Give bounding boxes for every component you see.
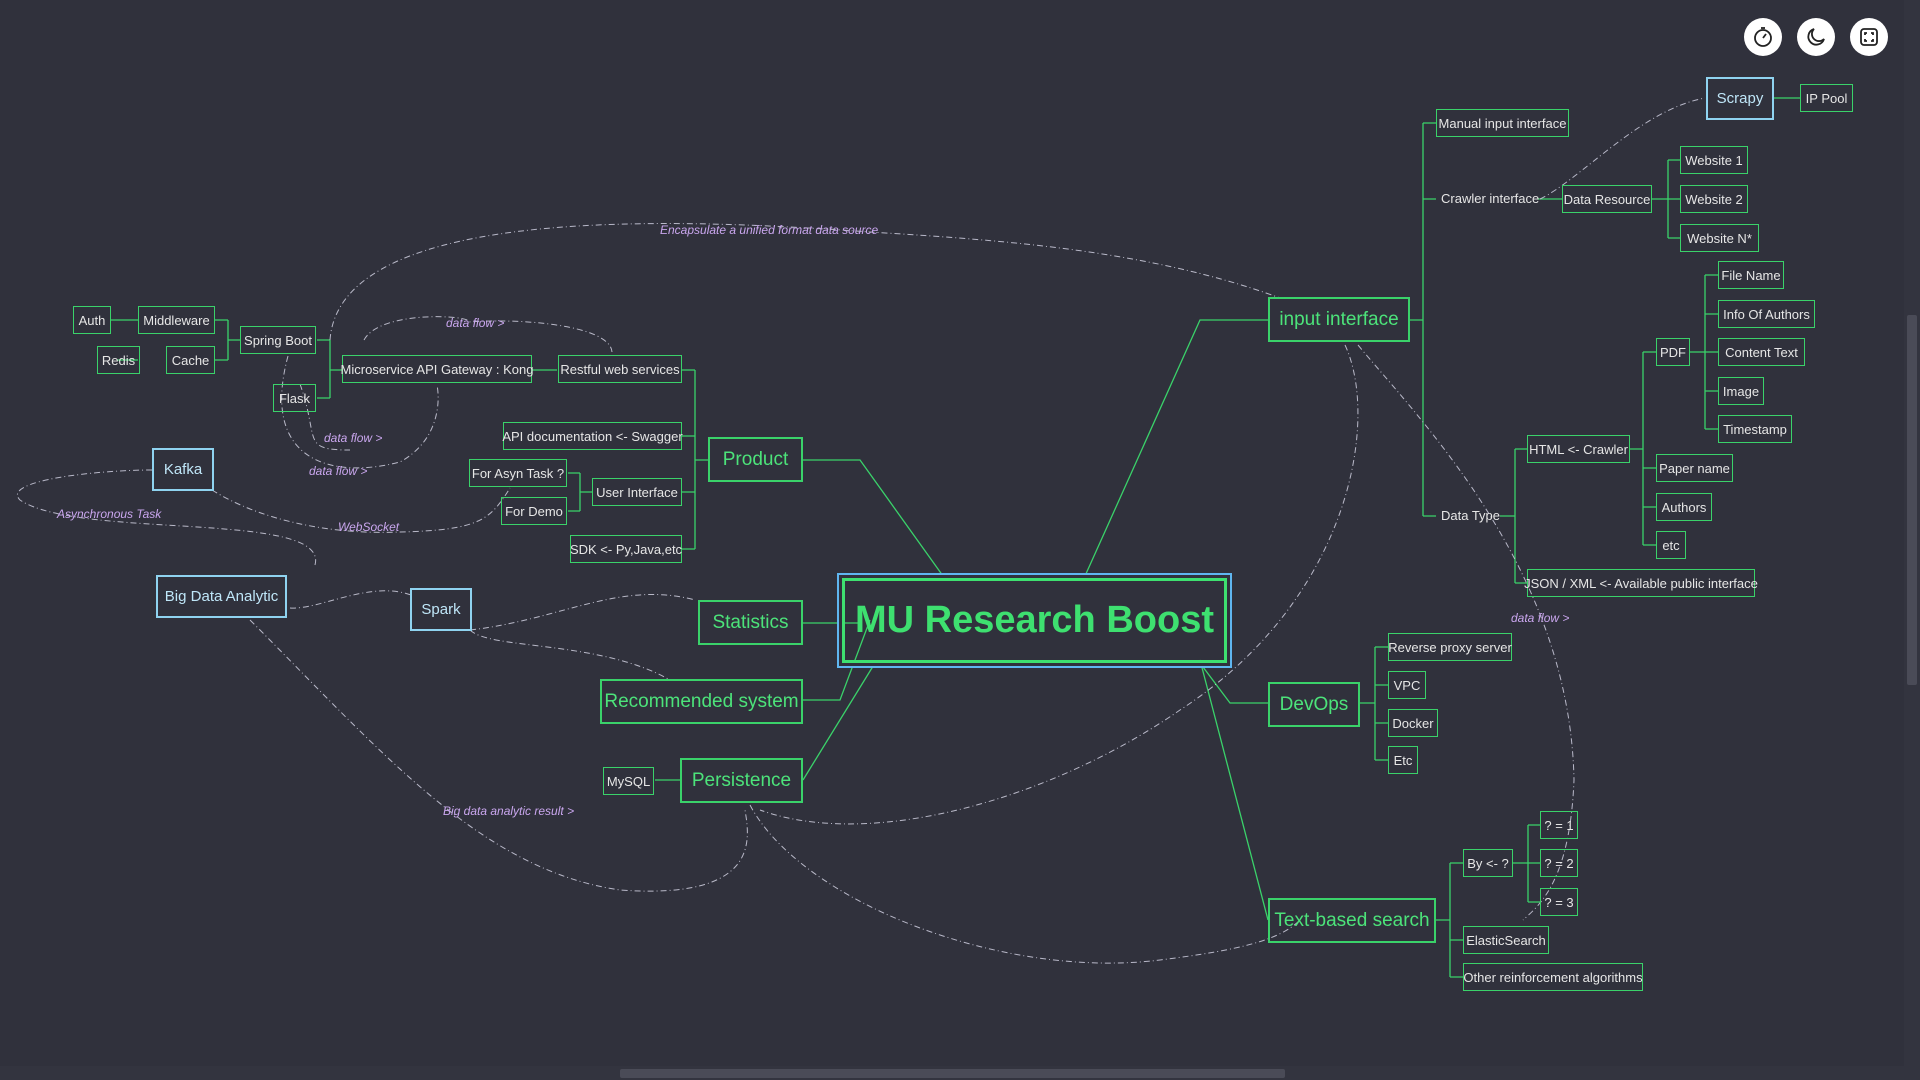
node-other-algorithms[interactable]: Other reinforcement algorithms [1463, 963, 1643, 991]
node-devops-etc[interactable]: Etc [1388, 746, 1418, 774]
node-reverse-proxy[interactable]: Reverse proxy server [1388, 633, 1512, 661]
relation-label-async-task: Asynchronous Task [57, 507, 162, 521]
node-scrapy[interactable]: Scrapy [1706, 77, 1774, 120]
relation-label-data-flow-lower: data flow > [309, 464, 368, 478]
relation-label-data-flow-top: data flow > [446, 316, 505, 330]
timer-button[interactable] [1744, 18, 1782, 56]
node-json-xml[interactable]: JSON / XML <- Available public interface [1524, 569, 1758, 597]
relation-label-unified: Encapsulate a unified format data source [660, 223, 879, 237]
vertical-scroll-thumb[interactable] [1907, 315, 1917, 685]
node-asyn-task[interactable]: For Asyn Task ? [469, 459, 567, 487]
fullscreen-icon [1860, 28, 1878, 46]
stopwatch-icon [1754, 27, 1772, 47]
node-ip-pool[interactable]: IP Pool [1800, 84, 1853, 112]
node-spark[interactable]: Spark [410, 588, 472, 631]
node-spring-boot[interactable]: Spring Boot [240, 326, 316, 354]
relation-label-data-flow-flask: data flow > [324, 431, 383, 445]
branch-statistics[interactable]: Statistics [698, 600, 803, 645]
node-website-n[interactable]: Website N* [1680, 224, 1759, 252]
node-website-2[interactable]: Website 2 [1680, 185, 1748, 213]
node-elasticsearch[interactable]: ElasticSearch [1463, 926, 1549, 954]
relation-label-data-flow-right: data flow > [1511, 611, 1570, 625]
branch-text-search[interactable]: Text-based search [1268, 898, 1436, 943]
node-pdf[interactable]: PDF [1656, 338, 1690, 366]
node-mysql[interactable]: MySQL [603, 767, 654, 795]
vertical-scrollbar[interactable] [1904, 0, 1920, 1080]
relation-label-websocket: WebSocket [338, 520, 400, 534]
node-html-crawler[interactable]: HTML <- Crawler [1527, 435, 1630, 463]
node-sdk[interactable]: SDK <- Py,Java,etc [570, 535, 682, 563]
branch-devops[interactable]: DevOps [1268, 682, 1360, 727]
branch-recommended-system[interactable]: Recommended system [600, 679, 803, 724]
node-file-name[interactable]: File Name [1718, 261, 1784, 289]
node-etc[interactable]: etc [1656, 531, 1686, 559]
node-authors[interactable]: Authors [1656, 493, 1712, 521]
node-q3[interactable]: ? = 3 [1540, 888, 1578, 916]
node-image[interactable]: Image [1718, 377, 1764, 405]
horizontal-scroll-thumb[interactable] [620, 1069, 1285, 1078]
node-docker[interactable]: Docker [1388, 709, 1438, 737]
branch-persistence[interactable]: Persistence [680, 758, 803, 803]
node-flask[interactable]: Flask [273, 384, 316, 412]
node-q1[interactable]: ? = 1 [1540, 811, 1578, 839]
node-kafka[interactable]: Kafka [152, 448, 214, 491]
node-user-interface[interactable]: User Interface [592, 478, 682, 506]
node-crawler-interface[interactable]: Crawler interface [1441, 191, 1540, 206]
node-q2[interactable]: ? = 2 [1540, 849, 1578, 877]
node-restful[interactable]: Restful web services [558, 355, 682, 383]
node-data-resource[interactable]: Data Resource [1562, 185, 1652, 213]
node-cache[interactable]: Cache [166, 346, 215, 374]
node-middleware[interactable]: Middleware [138, 306, 215, 334]
branch-product[interactable]: Product [708, 437, 803, 482]
node-website-1[interactable]: Website 1 [1680, 146, 1748, 174]
node-swagger[interactable]: API documentation <- Swagger [502, 422, 683, 450]
node-redis[interactable]: Redis [97, 346, 140, 374]
node-auth[interactable]: Auth [73, 306, 111, 334]
node-for-demo[interactable]: For Demo [501, 497, 567, 525]
node-by[interactable]: By <- ? [1463, 849, 1513, 877]
node-big-data-analytic[interactable]: Big Data Analytic [156, 575, 287, 618]
branch-input-interface[interactable]: input interface [1268, 297, 1410, 342]
node-content-text[interactable]: Content Text [1718, 338, 1805, 366]
node-info-authors[interactable]: Info Of Authors [1718, 300, 1815, 328]
node-api-gateway[interactable]: Microservice API Gateway : Kong [341, 355, 533, 383]
theme-toggle-button[interactable] [1797, 18, 1835, 56]
horizontal-scrollbar[interactable] [0, 1066, 1904, 1080]
node-timestamp[interactable]: Timestamp [1718, 415, 1792, 443]
node-vpc[interactable]: VPC [1388, 671, 1426, 699]
node-manual-input[interactable]: Manual input interface [1436, 109, 1569, 137]
fullscreen-button[interactable] [1850, 18, 1888, 56]
node-paper-name[interactable]: Paper name [1656, 454, 1733, 482]
moon-icon [1807, 28, 1825, 46]
root-node[interactable]: MU Research Boost [842, 578, 1227, 663]
node-data-type[interactable]: Data Type [1441, 508, 1501, 523]
relation-label-big-data-result: Big data analytic result > [443, 804, 575, 818]
